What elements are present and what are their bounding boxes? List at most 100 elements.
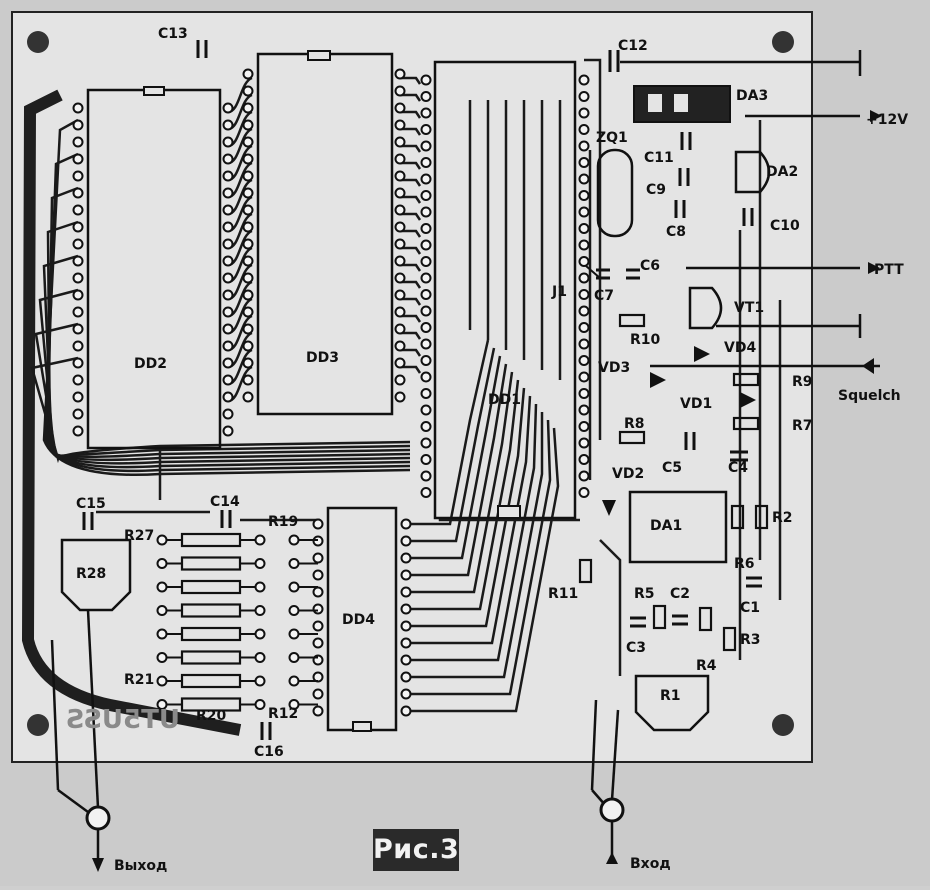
- board-mark-mirrored: UT5USS: [66, 705, 180, 735]
- output-wire: [86, 609, 100, 809]
- pin-pad: [420, 239, 432, 251]
- ground-band: [21, 89, 242, 736]
- pin-pad: [222, 425, 234, 437]
- arrow-icon: [606, 852, 618, 864]
- arrowheads: [92, 110, 882, 872]
- pin-pad: [222, 272, 234, 284]
- r7-body: [732, 416, 760, 431]
- trace: [42, 118, 411, 476]
- pin-pad: [420, 272, 432, 284]
- label-da1: DA1: [650, 518, 682, 534]
- label-c13: C13: [158, 26, 188, 42]
- pin-pad: [72, 170, 84, 182]
- pin-pad: [420, 223, 432, 234]
- trace: [46, 186, 411, 469]
- pin-pad: [578, 421, 590, 432]
- pin-pad: [578, 487, 590, 498]
- label-dd4: DD4: [342, 612, 375, 628]
- pin-pad: [420, 371, 432, 383]
- label-output: Выход: [114, 858, 167, 874]
- pin-pad: [72, 119, 84, 131]
- pin-pad: [288, 534, 300, 546]
- label-c5: C5: [662, 460, 682, 476]
- pin-pad: [156, 605, 168, 616]
- r11-body: [578, 558, 593, 584]
- pin-pad: [254, 699, 266, 710]
- label-c9: C9: [646, 182, 666, 198]
- pin-pad: [420, 487, 432, 498]
- pin-pad: [394, 357, 406, 369]
- pin-pad: [394, 204, 406, 216]
- trace: [406, 419, 552, 696]
- pin-pad: [394, 136, 406, 148]
- pin-pad: [394, 85, 406, 97]
- pin-pad: [242, 374, 254, 386]
- r10-body: [618, 313, 646, 328]
- label-zq1: ZQ1: [596, 130, 628, 146]
- pin-pad: [420, 140, 432, 152]
- da3-pin: [674, 94, 688, 112]
- label-c15: C15: [76, 496, 106, 512]
- pin-pad: [72, 221, 84, 233]
- pin-pad: [394, 238, 406, 250]
- label-c3: C3: [626, 640, 646, 656]
- pin-pad: [578, 404, 590, 416]
- pin-pad: [242, 289, 254, 301]
- pin-pad: [222, 306, 234, 318]
- pin-pad: [420, 355, 432, 366]
- mounting-holes: [27, 31, 794, 736]
- trace: [400, 195, 422, 204]
- pin-pad: [578, 256, 590, 267]
- pin-pad: [578, 305, 590, 317]
- pin-pad: [242, 187, 254, 199]
- mounting-hole: [27, 31, 49, 53]
- label-c11: C11: [644, 150, 674, 166]
- da1-body: [628, 490, 728, 564]
- pin-pad: [420, 173, 432, 185]
- vd2-symbol: [602, 500, 616, 516]
- pin-pad: [312, 620, 324, 632]
- pin-pad: [420, 338, 432, 350]
- label-r2: R2: [772, 510, 793, 526]
- label-vd3: VD3: [598, 360, 630, 376]
- trace: [406, 427, 560, 713]
- vd4-symbol: [694, 346, 710, 362]
- pin-pad: [578, 74, 590, 86]
- pin-pad: [254, 652, 266, 663]
- label-r5: R5: [634, 586, 655, 602]
- trace: [400, 365, 422, 374]
- pin-pad: [578, 272, 590, 284]
- mounting-hole: [772, 31, 794, 53]
- pin-pad: [400, 688, 412, 700]
- label-r21: R21: [124, 672, 154, 688]
- pin-pad: [420, 454, 432, 465]
- pin-pad: [578, 140, 590, 152]
- pin-pad: [72, 289, 84, 301]
- pin-pad: [254, 628, 266, 640]
- pin-pad: [420, 124, 432, 135]
- pin-pad: [242, 255, 254, 267]
- pin-pad: [72, 255, 84, 267]
- pin-pad: [394, 187, 406, 199]
- pin-pad: [578, 437, 590, 449]
- trace: [400, 314, 422, 323]
- label-r10: R10: [630, 332, 661, 348]
- label-c10: C10: [770, 218, 800, 234]
- board-outline: [11, 11, 813, 763]
- pin-pad: [400, 535, 412, 547]
- pin-pad: [242, 221, 254, 233]
- pin-pad: [222, 136, 234, 148]
- dd1-notch: [497, 505, 521, 519]
- input-jack-icon: [599, 797, 625, 823]
- vd1-symbol: [740, 392, 756, 408]
- trace: [406, 339, 490, 526]
- r6-body: [730, 504, 745, 530]
- capacitor-plates: [82, 40, 762, 740]
- r9-body: [732, 372, 760, 387]
- figure-caption: Рис.3: [373, 829, 459, 871]
- trace: [400, 76, 422, 85]
- label-r27: R27: [124, 528, 154, 544]
- pin-pad: [222, 170, 234, 182]
- pin-pad: [156, 581, 168, 593]
